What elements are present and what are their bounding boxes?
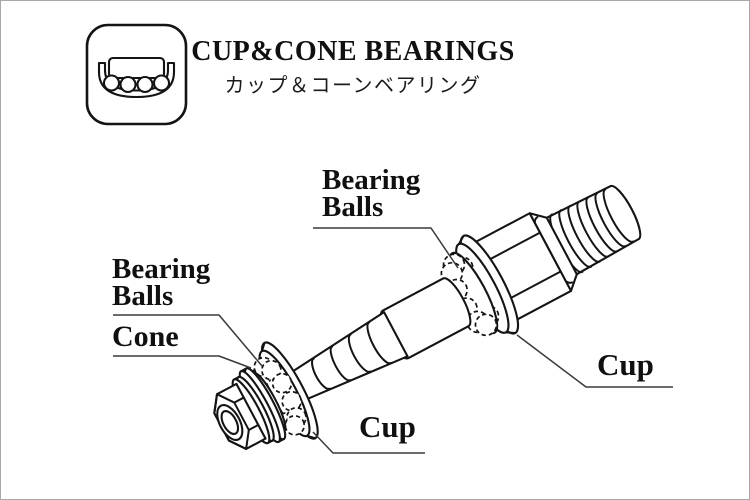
threaded-end [544, 184, 642, 276]
icon-rounded-frame [85, 23, 188, 126]
label-bearing-balls-left: Bearing Balls [112, 253, 211, 312]
label-cone: Cone [112, 320, 179, 353]
label-cup-left: Cup [359, 409, 416, 444]
label-cup-right: Cup [597, 347, 654, 382]
page-subtitle-japanese: カップ＆コーンベアリング [224, 73, 482, 97]
leader-cup-left [312, 431, 425, 454]
leader-lines [113, 227, 673, 454]
bearing-icon [85, 23, 188, 126]
leader-bearing-balls-right [313, 227, 459, 269]
hex-locknut [213, 382, 267, 450]
icon-cone-race [107, 56, 166, 80]
axle-assembly-drawing [213, 184, 642, 450]
leader-cup-right [516, 334, 673, 388]
leader-cone [113, 355, 252, 369]
leader-bearing-balls-left [113, 314, 263, 367]
label-bearing-balls-right: Bearing Balls [322, 164, 421, 223]
page-title: CUP&CONE BEARINGS [191, 36, 515, 67]
icon-balls [102, 74, 171, 94]
axle-end-face [220, 410, 240, 436]
